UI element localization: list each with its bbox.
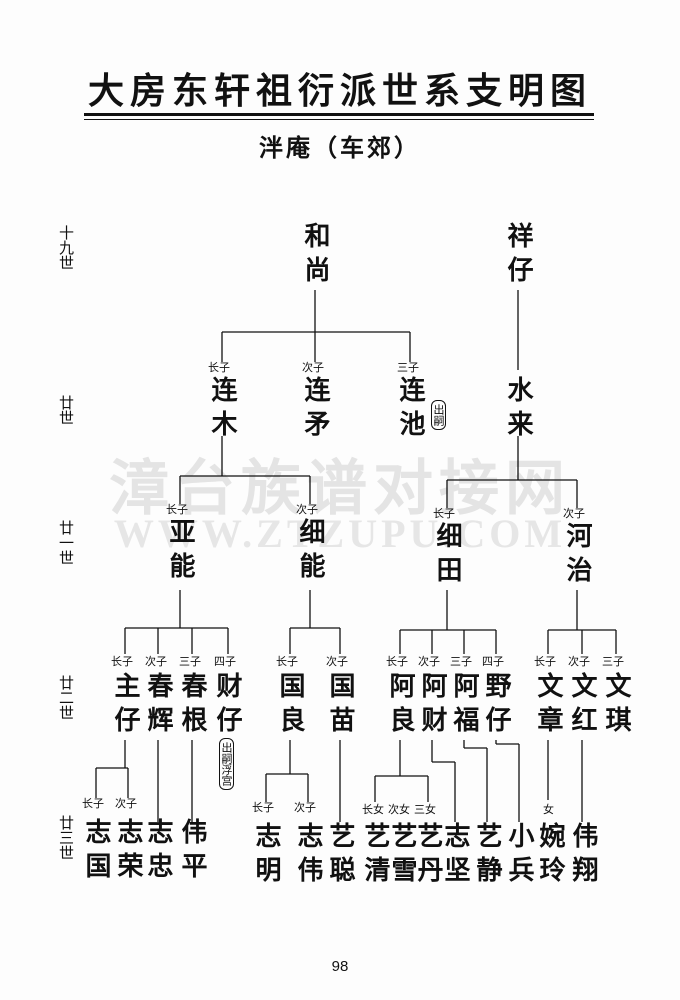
- person-chungen: 春根: [177, 672, 207, 740]
- person-chunhui: 春辉: [143, 672, 173, 740]
- person-lianchi: 连池: [395, 376, 425, 444]
- person-weixiang: 伟翔: [568, 822, 598, 890]
- person-zhuzai: 主仔: [110, 672, 140, 740]
- rank-label: 次子: [563, 507, 585, 520]
- person-wanling: 婉玲: [535, 822, 565, 890]
- person-afu: 阿福: [449, 672, 479, 740]
- person-wenzhang: 文章: [533, 672, 563, 740]
- rank-label: 长子: [82, 797, 104, 810]
- person-lianmu: 连木: [207, 376, 237, 444]
- person-xiaobing: 小兵: [504, 822, 534, 890]
- rank-label: 长子: [208, 361, 230, 374]
- person-weiping: 伟平: [177, 818, 207, 886]
- title-rule-thin: [84, 119, 594, 120]
- adoption-note: 出嗣浮宫: [219, 738, 234, 790]
- rank-label: 次子: [568, 655, 590, 668]
- person-yixue: 艺雪: [387, 822, 417, 890]
- rank-label: 长子: [433, 507, 455, 520]
- person-heshang: 和尚: [300, 222, 330, 290]
- title-rule-thick: [84, 113, 594, 116]
- page-number: 98: [331, 958, 349, 975]
- person-zhirong: 志荣: [113, 818, 143, 886]
- person-shuilai: 水来: [503, 376, 533, 444]
- rank-label: 四子: [482, 655, 504, 668]
- person-xitian: 细田: [432, 522, 462, 590]
- rank-label: 次子: [302, 361, 324, 374]
- rank-label: 次子: [418, 655, 440, 668]
- generation-label-20: 廿世: [57, 395, 75, 425]
- person-wenqi: 文琪: [601, 672, 631, 740]
- person-yaneng: 亚能: [165, 518, 195, 586]
- person-guoliang: 国良: [275, 672, 305, 740]
- person-zhiguo: 志国: [81, 818, 111, 886]
- generation-label-21: 廿一世: [57, 520, 75, 565]
- page-title: 大房东轩祖衍派世系支明图: [87, 70, 592, 112]
- person-aliang: 阿良: [385, 672, 415, 740]
- rank-label: 次子: [115, 797, 137, 810]
- rank-label: 长子: [276, 655, 298, 668]
- person-lianmao: 连矛: [300, 376, 330, 444]
- rank-label: 四子: [214, 655, 236, 668]
- rank-label: 女: [543, 803, 554, 816]
- rank-label: 次子: [326, 655, 348, 668]
- rank-label: 长子: [166, 503, 188, 516]
- rank-label: 次女: [388, 803, 410, 816]
- rank-label: 三子: [450, 655, 472, 668]
- person-caizai: 财仔: [212, 672, 242, 740]
- rank-label: 长子: [534, 655, 556, 668]
- adoption-note: 出嗣: [431, 400, 446, 430]
- person-yidan: 艺丹: [413, 822, 443, 890]
- person-wenhong: 文红: [567, 672, 597, 740]
- person-yiqing: 艺清: [360, 822, 390, 890]
- generation-label-23: 廿三世: [57, 815, 75, 860]
- watermark: 漳台族谱对接网: [109, 454, 571, 524]
- rank-label: 长女: [362, 803, 384, 816]
- rank-label: 三子: [179, 655, 201, 668]
- generation-label-22: 廿二世: [57, 675, 75, 720]
- person-xineng: 细能: [295, 518, 325, 586]
- person-zhijian: 志坚: [440, 822, 470, 890]
- person-yezai: 野仔: [481, 672, 511, 740]
- watermark-url: WWW.ZTZUPU.COM: [113, 511, 567, 556]
- person-heye: 河治: [562, 522, 592, 590]
- rank-label: 次子: [294, 801, 316, 814]
- rank-label: 次子: [296, 503, 318, 516]
- rank-label: 三子: [397, 361, 419, 374]
- person-zhiwei: 志伟: [293, 822, 323, 890]
- generation-label-19: 十九世: [57, 225, 75, 270]
- page-subtitle: 泮庵（车郊）: [259, 133, 421, 162]
- person-xiangzai: 祥仔: [503, 222, 533, 290]
- person-zhiming: 志明: [251, 822, 281, 890]
- rank-label: 长子: [386, 655, 408, 668]
- rank-label: 长子: [252, 801, 274, 814]
- person-guomiao: 国苗: [325, 672, 355, 740]
- person-yijing: 艺静: [472, 822, 502, 890]
- rank-label: 次子: [145, 655, 167, 668]
- rank-label: 三女: [414, 803, 436, 816]
- person-yicong: 艺聪: [325, 822, 355, 890]
- person-acai: 阿财: [417, 672, 447, 740]
- person-zhizhong: 志忠: [143, 818, 173, 886]
- rank-label: 三子: [602, 655, 624, 668]
- rank-label: 长子: [111, 655, 133, 668]
